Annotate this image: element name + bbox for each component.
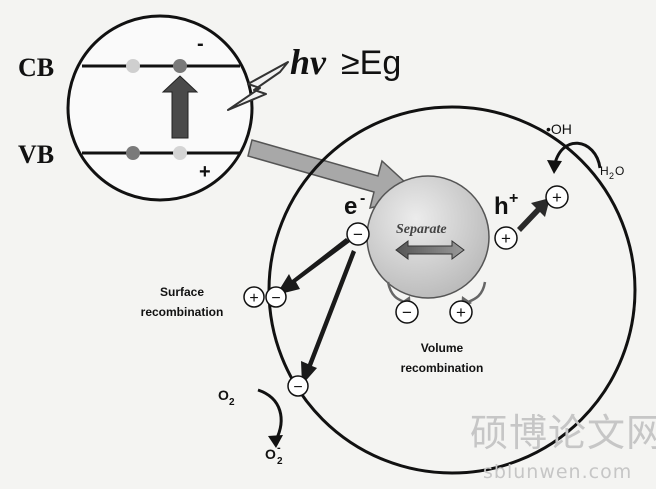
surface-electron-pair-icon (265, 286, 287, 308)
surface-recombination-line2: recombination (141, 305, 224, 319)
surface-recomb-arrow (276, 238, 350, 295)
hole-label: h (494, 193, 509, 220)
electron-charge-icon (346, 222, 370, 246)
oxygen-subscript: 2 (229, 397, 235, 408)
water-subscript: 2 (609, 171, 614, 181)
electron-charge-sign: − (353, 225, 363, 244)
cb-minus-sign: - (197, 33, 204, 55)
vb-plus-sign: + (199, 161, 211, 183)
cb-electron-dot (173, 59, 187, 73)
volume-recombination-line1: Volume (421, 341, 464, 355)
photon-energy-label: h v ≥Eg (290, 42, 401, 82)
watermark-cn: 硕博论文网 (470, 411, 656, 455)
vb-label: VB (18, 140, 54, 169)
water-o: O (615, 164, 624, 178)
superoxide-superscript: - (277, 442, 281, 454)
hole-charge-sign: + (501, 229, 511, 248)
hydroxyl-radical-label: •OH (546, 121, 572, 137)
oh-arrowhead (547, 160, 562, 174)
surface-electron-pair-sign: − (271, 290, 280, 307)
o2-reduction-arrowhead (268, 435, 283, 448)
hole-superscript: + (509, 190, 518, 207)
surface-electron-reduction-icon (287, 375, 309, 397)
volume-electron-icon (395, 300, 419, 324)
lightning-bolt-icon (227, 61, 289, 111)
energy-relation: ≥Eg (341, 44, 401, 82)
water-h: H (600, 164, 609, 178)
band-diagram: CB VB - + (18, 14, 289, 202)
surface-hole-pair-icon (243, 286, 265, 308)
cb-label: CB (18, 53, 54, 82)
planck-h: h (290, 42, 310, 82)
watermark-url: sblunwen.com (483, 461, 632, 483)
excitation-arrow (161, 75, 199, 139)
hole-charge-icon (494, 226, 518, 250)
electron-reduction-arrow (301, 250, 356, 385)
oh-formation-arrow (552, 141, 602, 169)
electron-label: e (344, 193, 357, 220)
vb-hole-dark-dot (126, 146, 140, 160)
surface-hole-pair-sign: + (249, 290, 258, 307)
o2-reduction-arrow (257, 388, 283, 441)
volume-recombination-line2: recombination (401, 361, 484, 375)
superoxide-subscript: 2 (277, 456, 283, 467)
particle: Separate e - − h + + + •OH H 2 O − + Vo (141, 105, 637, 475)
oxygen-o: O (218, 387, 229, 403)
vb-hole-light-dot (173, 146, 187, 160)
volume-electron-sign: − (402, 303, 412, 322)
surface-recombination-line1: Surface (160, 285, 204, 299)
volume-hole-sign: + (456, 303, 466, 322)
frequency-nu: v (310, 42, 327, 82)
separate-label: Separate (396, 222, 447, 237)
particle-core-sphere (366, 175, 490, 299)
surface-hole-icon (545, 185, 569, 209)
band-diagram-circle (66, 14, 254, 202)
cb-light-dot (126, 59, 140, 73)
electron-superscript: - (360, 190, 365, 207)
surface-electron-reduction-sign: − (293, 379, 302, 396)
watermark: 硕博论文网 sblunwen.com (470, 411, 656, 483)
superoxide-o: O (265, 446, 276, 462)
hole-migration-arrow (517, 198, 550, 232)
volume-hole-icon (449, 300, 473, 324)
surface-hole-sign: + (552, 188, 562, 207)
separation-double-arrow (395, 240, 465, 260)
